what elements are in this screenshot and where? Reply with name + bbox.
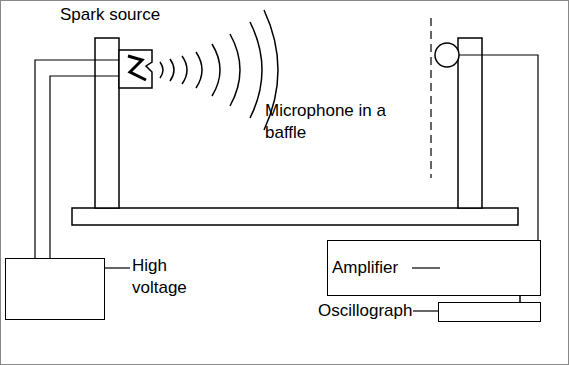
spark-holder	[119, 50, 152, 88]
right-post	[458, 38, 482, 208]
wires	[35, 55, 538, 258]
equipment-box: Amplifier	[327, 240, 541, 296]
part-label: Spark source	[60, 4, 210, 26]
part-label: Microphone in a baffle	[265, 100, 393, 144]
equipment-label: Amplifier	[332, 257, 398, 279]
equipment-label: Oscillograph	[318, 300, 413, 322]
spark-symbol	[128, 56, 146, 80]
sound-waves	[160, 10, 278, 130]
baffle	[430, 18, 431, 178]
left-post	[95, 38, 119, 208]
equipment-label: High voltage	[132, 255, 207, 299]
equipment-box	[5, 258, 105, 320]
equipment-box	[438, 302, 541, 322]
base-bar	[72, 208, 518, 225]
microphone	[435, 43, 459, 67]
